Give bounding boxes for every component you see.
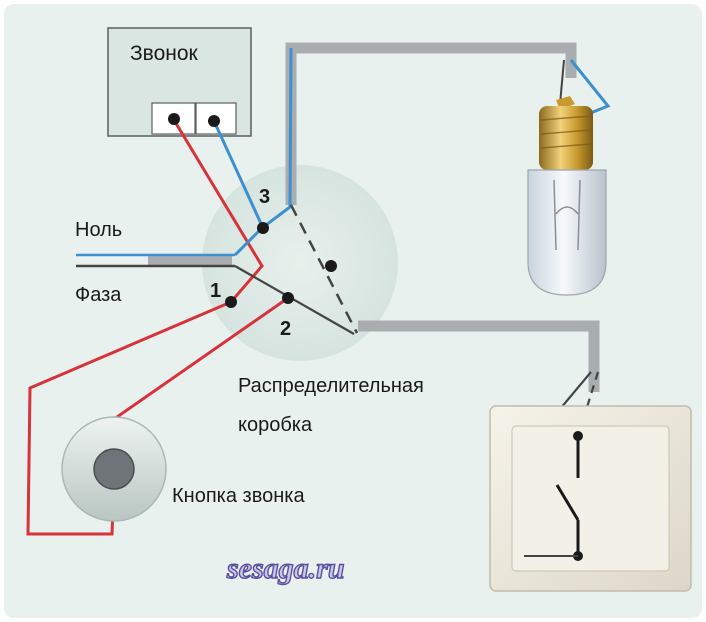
light-bulb bbox=[527, 96, 607, 296]
neutral-label: Ноль bbox=[75, 219, 122, 241]
conduit-switch bbox=[358, 320, 600, 392]
junction-box-label-line1: Распределительная bbox=[238, 375, 424, 397]
bulb-glass bbox=[527, 169, 607, 296]
switch-key bbox=[511, 425, 670, 572]
lamp-phase-wire bbox=[559, 59, 565, 105]
node-2-dot bbox=[282, 292, 294, 304]
node-number-2: 2 bbox=[280, 318, 291, 340]
bell-button-inner bbox=[93, 448, 135, 490]
button-wire-a bbox=[26, 300, 232, 536]
node-1-dot bbox=[225, 296, 237, 308]
wall-switch bbox=[489, 405, 692, 592]
phase-label: Фаза bbox=[75, 284, 122, 306]
terminal-dot-right bbox=[208, 115, 220, 127]
node-3-dot bbox=[257, 222, 269, 234]
bell-button bbox=[61, 416, 167, 522]
bell-neutral-wire bbox=[212, 120, 265, 229]
bell-unit: Звонок bbox=[107, 27, 252, 137]
bell-label: Звонок bbox=[130, 42, 199, 65]
watermark: sesaga.ru bbox=[226, 552, 345, 585]
lamp-neutral-wire bbox=[233, 47, 293, 257]
junction-box-label-line2: коробка bbox=[238, 414, 313, 436]
switch-wire-dashed bbox=[576, 371, 600, 437]
switched-line-dashed bbox=[289, 204, 359, 334]
bulb-filament bbox=[553, 179, 581, 251]
phase-to-switch-wire bbox=[234, 265, 355, 335]
node-number-1: 1 bbox=[210, 280, 221, 302]
bell-button-label: Кнопка звонка bbox=[172, 485, 305, 507]
connection-dots bbox=[168, 113, 337, 308]
node-number-3: 3 bbox=[259, 186, 270, 208]
switch-blade bbox=[555, 484, 580, 521]
terminal-dot-left bbox=[168, 113, 180, 125]
bell-phase-wire bbox=[172, 119, 264, 303]
junction-box bbox=[202, 165, 398, 361]
dashed-line-dot bbox=[325, 260, 337, 272]
bulb-base bbox=[539, 106, 593, 170]
